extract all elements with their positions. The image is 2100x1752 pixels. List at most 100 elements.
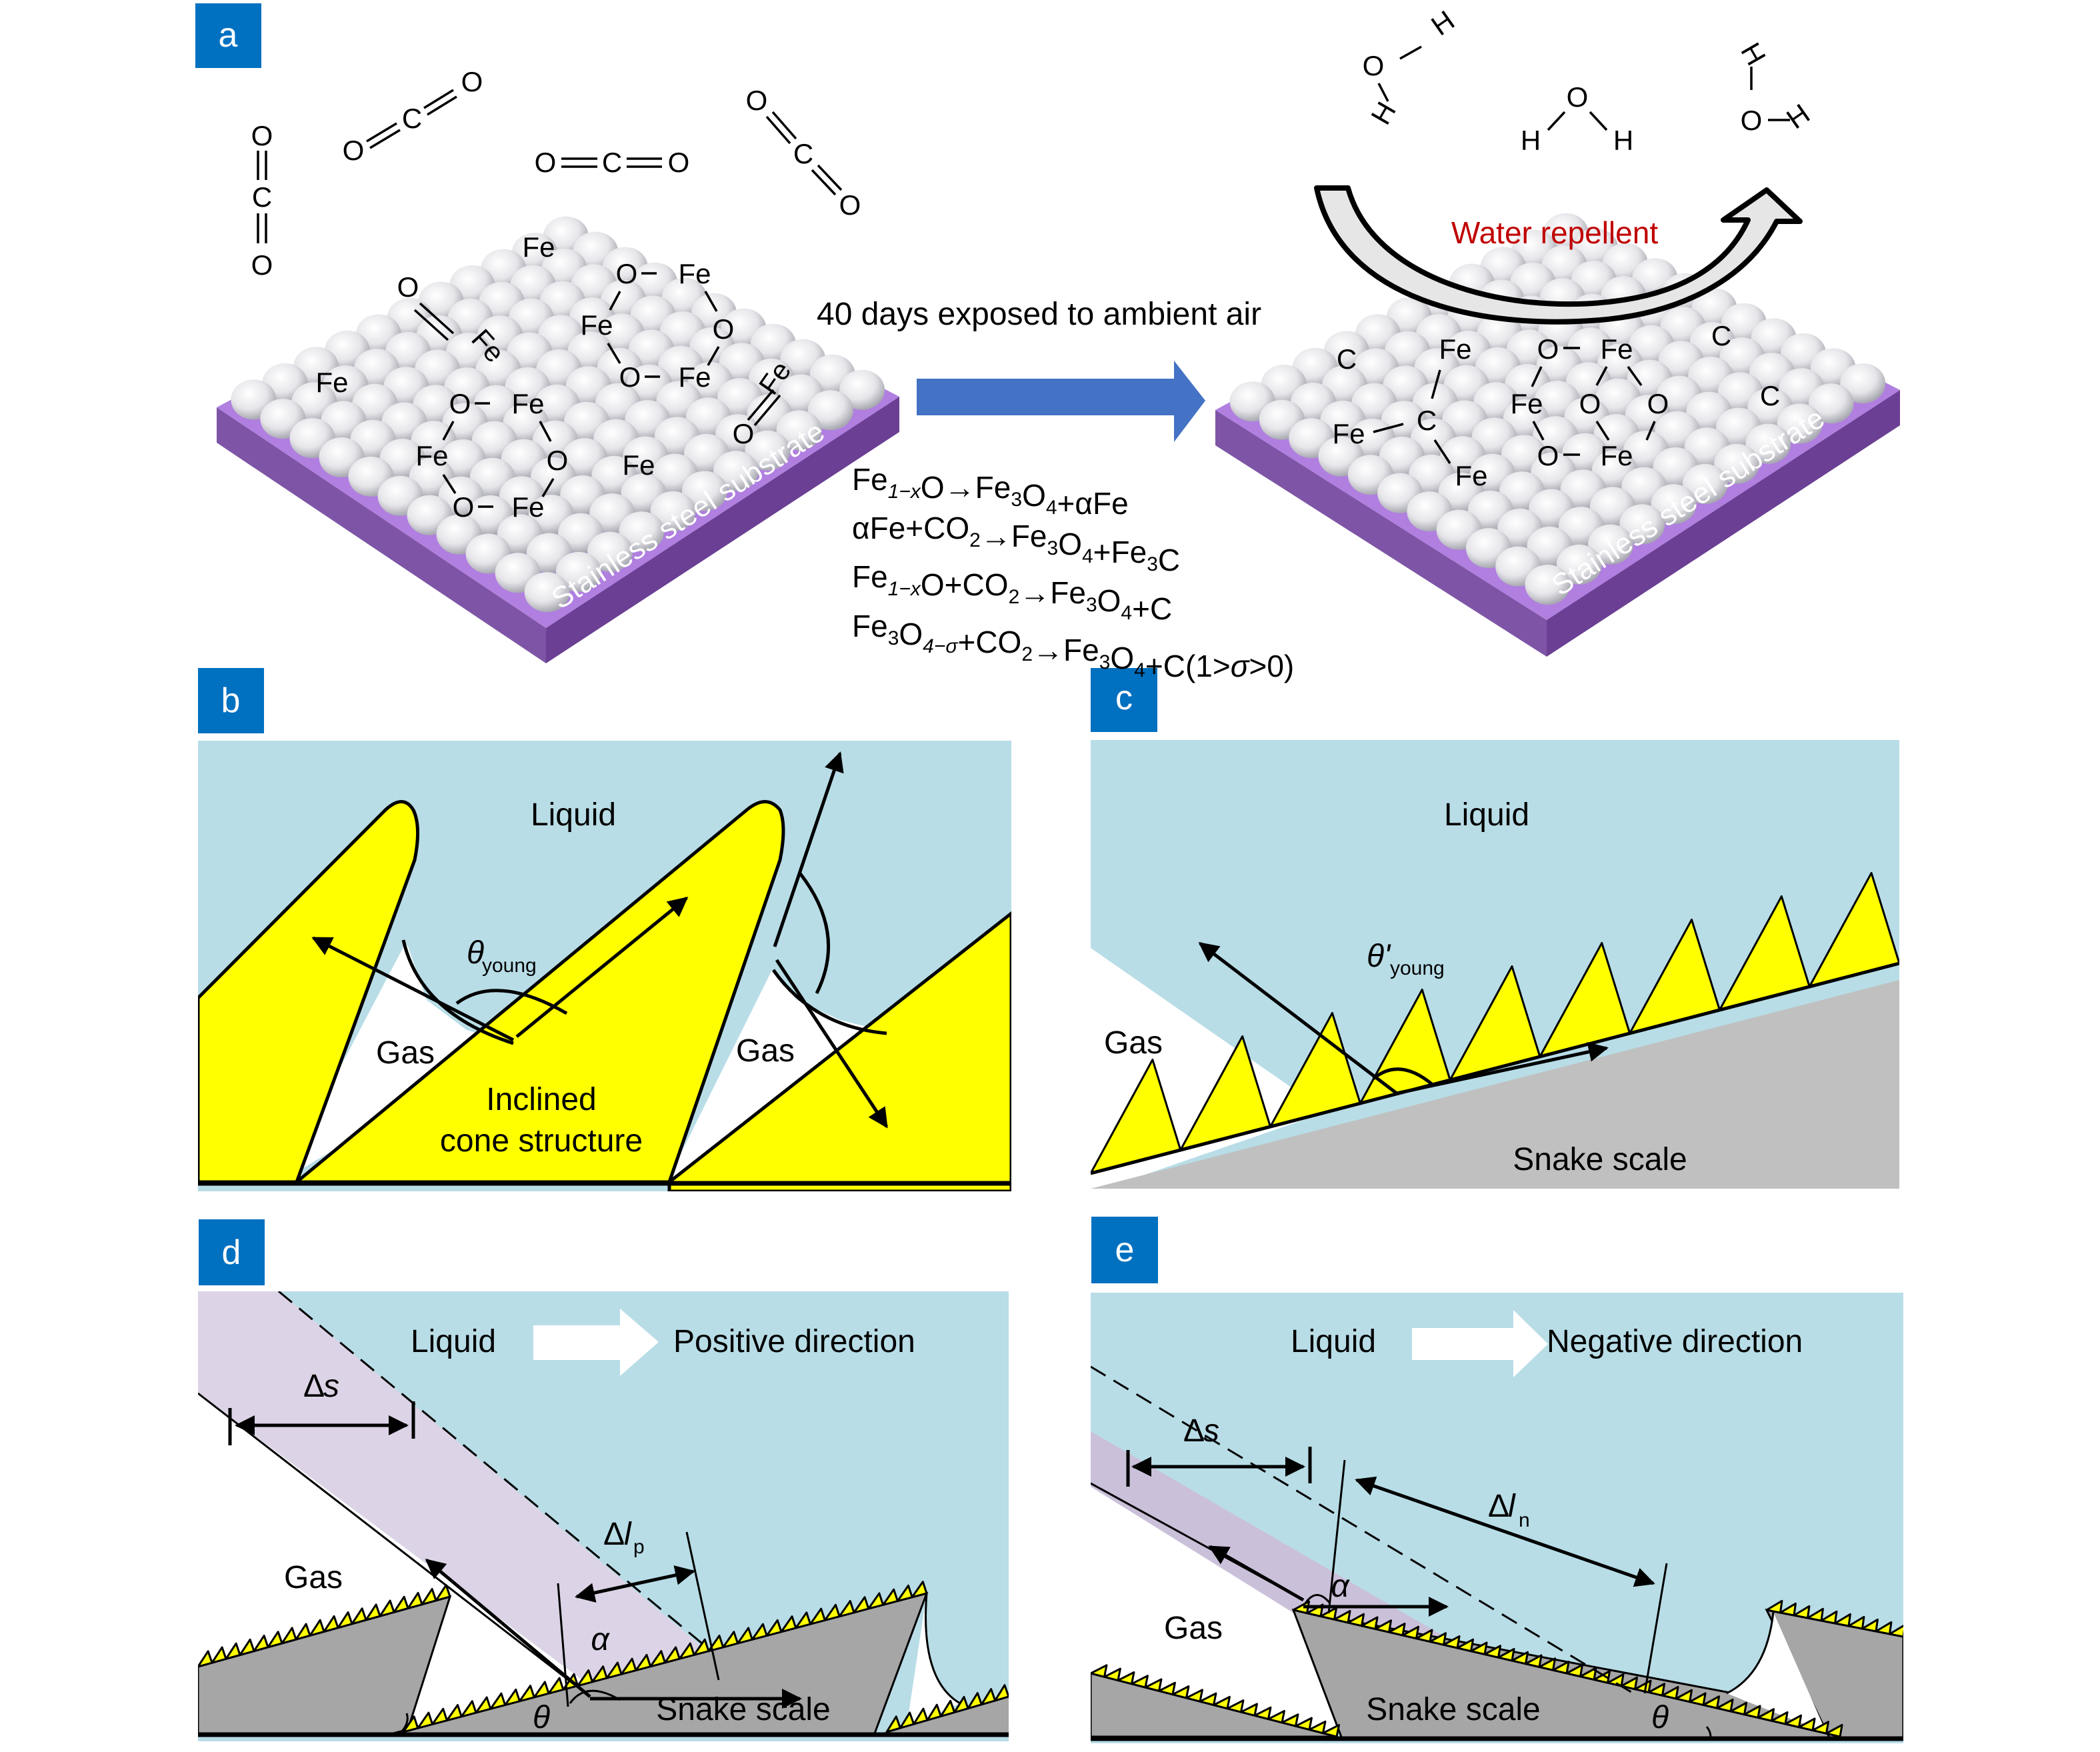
liquid-label: Liquid <box>1291 1324 1376 1359</box>
microsphere <box>1619 504 1665 545</box>
co2-molecule-horizontal: O C O <box>535 147 690 178</box>
atom: O <box>1741 105 1763 136</box>
equation-part: 3 <box>1011 489 1022 511</box>
equation-part: 1−x <box>888 481 921 503</box>
water-repellent-label: Water repellent <box>1451 215 1658 250</box>
equation-part: O <box>1110 641 1134 675</box>
equation-part: +αFe <box>1057 486 1129 521</box>
microsphere-film <box>231 216 885 613</box>
equation-part: +C <box>1132 591 1172 626</box>
microsphere <box>1525 565 1571 605</box>
micro-cone <box>351 1607 367 1625</box>
atom: Fe <box>1600 440 1633 471</box>
micro-cone <box>722 1631 739 1649</box>
micro-cone <box>1199 1692 1217 1706</box>
equation-part: +Fe <box>1093 535 1147 569</box>
equation-part: 2 <box>1021 643 1033 665</box>
snake-scale-label: Snake scale <box>1513 1142 1687 1177</box>
equation-part: >0) <box>1249 649 1294 683</box>
panel-label-b-text: b <box>221 681 241 720</box>
delta-symbol: Δ <box>303 1369 325 1404</box>
micro-cone <box>253 1634 269 1653</box>
atom: C <box>252 181 272 213</box>
micro-cone <box>431 1707 448 1725</box>
equation-part: 3 <box>1147 553 1158 575</box>
atom: H <box>1425 4 1460 41</box>
panel-d: Liquid Positive direction Δ s Δ l p Gas … <box>198 1291 1009 1741</box>
micro-cone <box>1675 1689 1693 1703</box>
co2-molecule-diagonal-down: O C O <box>746 85 861 221</box>
micro-cone <box>489 1692 507 1710</box>
variable: l <box>624 1517 632 1552</box>
atom: O <box>461 66 483 97</box>
equation-part: αFe+CO <box>852 511 969 545</box>
micro-cone <box>365 1603 381 1621</box>
theta-subscript: young <box>482 955 537 977</box>
atom: Fe <box>511 491 544 523</box>
panel-label-c-text: c <box>1115 679 1133 717</box>
equation-part: O <box>899 617 923 651</box>
micro-cone <box>1415 1629 1433 1643</box>
micro-cone <box>1607 1673 1625 1687</box>
equation-part: 1−x <box>888 578 921 600</box>
atom: O <box>343 135 365 166</box>
microsphere <box>650 491 696 531</box>
micro-cone <box>577 1669 593 1687</box>
equation-part: σ <box>1231 649 1251 683</box>
micro-cone <box>1443 1635 1461 1649</box>
micro-cone <box>295 1623 311 1641</box>
micro-cone <box>1091 1664 1108 1678</box>
micro-cone <box>1820 1610 1838 1625</box>
micro-cone <box>1497 1647 1515 1662</box>
equation-part: 3 <box>1086 594 1097 616</box>
equation-3: Fe1−xO+CO2→Fe3O4+C <box>852 559 1172 626</box>
micro-cone <box>1702 1695 1721 1709</box>
micro-cone <box>1361 1616 1379 1630</box>
micro-cone <box>337 1611 353 1629</box>
micro-cone <box>518 1685 535 1703</box>
equation-part: 4 <box>1082 545 1093 567</box>
micro-cone <box>823 1603 841 1621</box>
micro-cone <box>896 1584 913 1603</box>
atom: Fe <box>678 361 711 393</box>
micro-cone <box>379 1599 395 1617</box>
micro-cone <box>402 1715 419 1733</box>
micro-cone <box>649 1650 666 1668</box>
equation-part: C <box>1158 543 1180 577</box>
equation-1: Fe1−xO→Fe3O4+αFe <box>852 462 1129 521</box>
microsphere <box>713 451 759 491</box>
microsphere <box>524 572 570 613</box>
panel-label-a: a <box>195 3 261 68</box>
water-molecule-3: H O H <box>1735 37 1815 136</box>
micro-cone <box>1388 1622 1406 1637</box>
microsphere <box>681 471 727 511</box>
micro-cone <box>267 1631 283 1649</box>
atom: O <box>1567 81 1589 113</box>
micro-cone <box>737 1627 753 1645</box>
snake-scale-label: Snake scale <box>1366 1692 1541 1727</box>
atom: Fe <box>622 449 655 481</box>
atom: H <box>1781 97 1815 135</box>
atom: O <box>1579 388 1601 419</box>
right-substrate: Stainless steel substrate <box>1215 213 1900 657</box>
theta-label: θ <box>1651 1700 1669 1735</box>
micro-cone <box>980 1688 997 1706</box>
atom: C <box>1417 405 1437 436</box>
micro-cone <box>1185 1689 1203 1703</box>
liquid-label: Liquid <box>411 1324 496 1359</box>
delta-s-label: Δ s <box>1183 1413 1219 1449</box>
co2-molecule-diagonal-up: O C O <box>343 66 483 166</box>
atom: Fe <box>522 231 555 263</box>
micro-cone <box>1171 1685 1190 1699</box>
atom: O <box>619 361 641 393</box>
micro-cone <box>678 1642 695 1660</box>
direction-label: Positive direction <box>673 1324 915 1359</box>
snake-scale-microteeth <box>1091 871 1899 1175</box>
micro-cone <box>1240 1703 1258 1717</box>
equation-part: Fe <box>852 559 888 594</box>
atom: O <box>397 271 419 303</box>
process-arrow <box>917 361 1205 442</box>
micro-cone <box>225 1642 241 1660</box>
microsphere <box>1588 524 1633 565</box>
micro-cone <box>239 1638 255 1656</box>
